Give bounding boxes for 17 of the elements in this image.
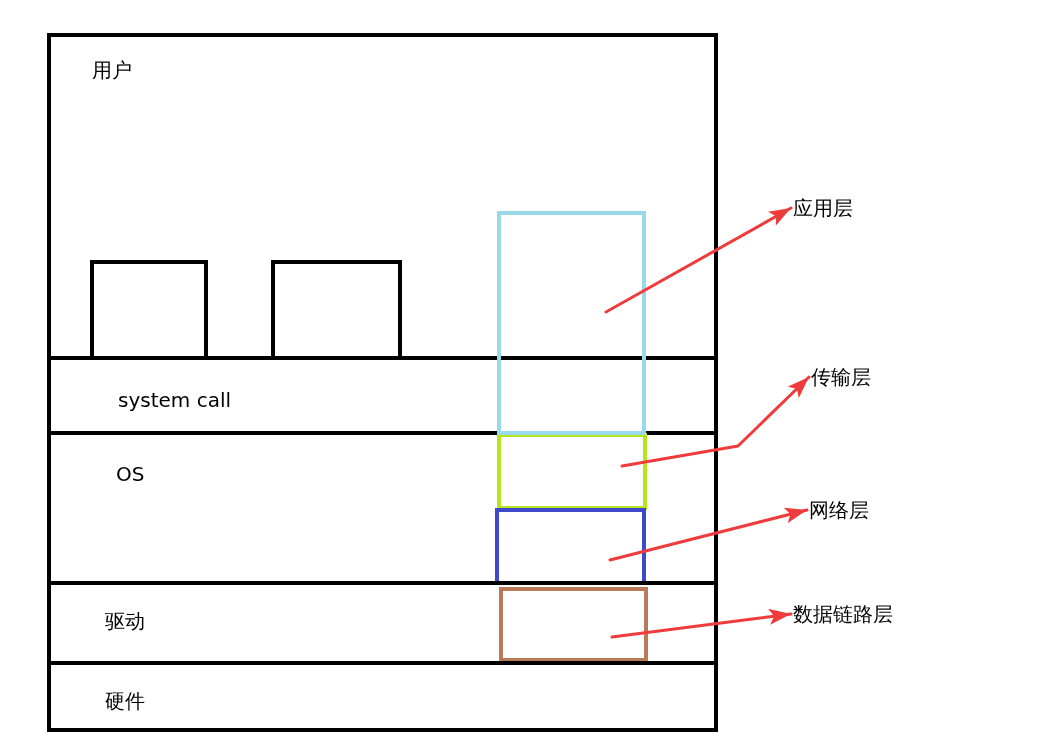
arrow <box>604 206 793 314</box>
layer-box <box>497 433 647 510</box>
layer-band <box>47 661 718 732</box>
arrow <box>620 375 811 468</box>
layer-label: 网络层 <box>809 498 869 522</box>
layer-label: 应用层 <box>793 196 853 220</box>
layer-label: 数据链路层 <box>793 602 893 626</box>
layer-name: 硬件 <box>105 689 145 713</box>
arrow <box>608 507 809 562</box>
layer-box <box>499 587 648 662</box>
layer-name: 用户 <box>92 58 132 82</box>
layer-name: 驱动 <box>105 609 145 633</box>
layer-name: system call <box>118 388 232 412</box>
layer-box <box>497 211 646 435</box>
layer-name: OS <box>116 462 145 486</box>
layer-label: 传输层 <box>811 365 871 389</box>
arrow <box>610 608 793 639</box>
